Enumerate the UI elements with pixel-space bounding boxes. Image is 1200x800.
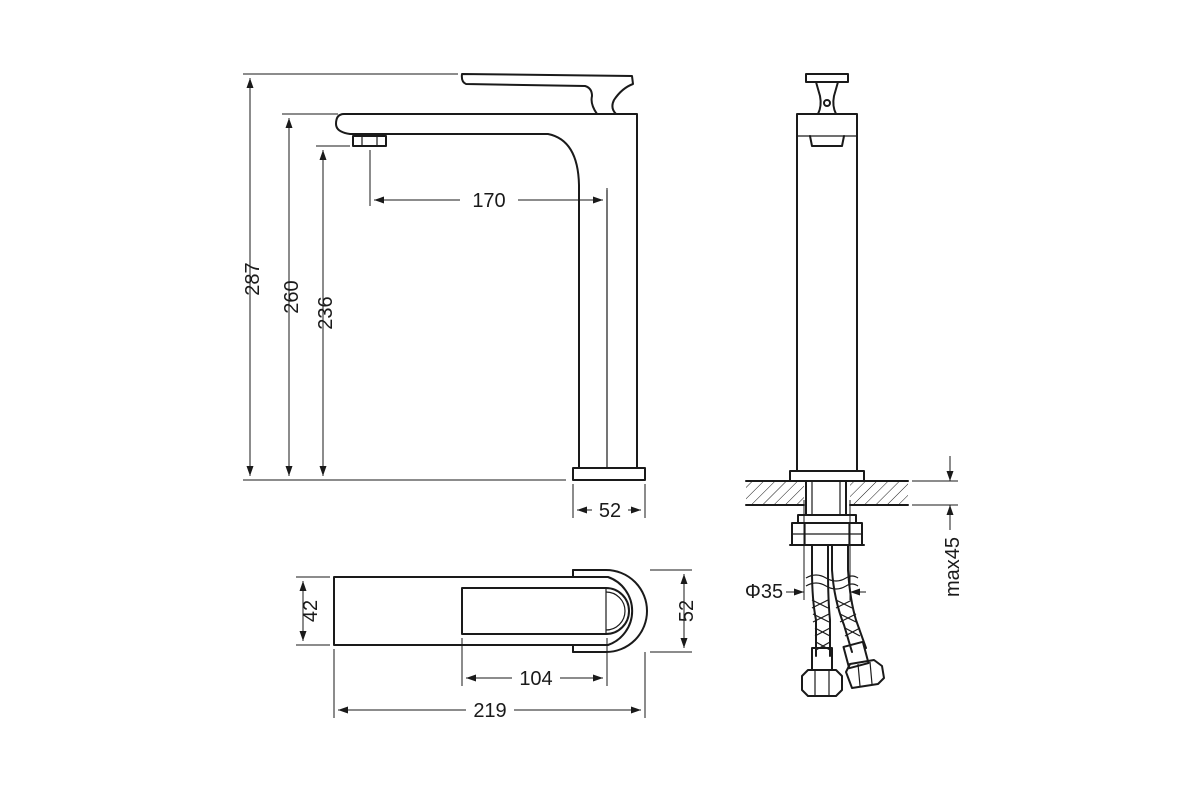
dim-overall-length: 219 [473,700,506,722]
dim-height-spout: 260 [281,280,303,313]
aerator [352,135,387,147]
dim-mount-hole: Φ35 [745,581,783,603]
lever-handle [460,73,634,115]
dim-top-width: 42 [300,600,322,622]
dim-handle-length: 104 [519,668,552,690]
dim-height-outlet: 236 [315,296,337,329]
side-body [796,113,858,472]
top-body [333,576,634,646]
dim-max-deck: max45 [942,537,964,597]
dim-height-total: 287 [242,262,264,295]
countertop [746,481,804,505]
top-handle [461,587,630,635]
top-view: 42 52 104 219 [296,569,698,722]
dim-spout-reach: 170 [472,190,505,212]
dim-top-depth: 52 [676,600,698,622]
front-view: 287 260 236 170 52 [242,73,646,522]
supply-hoses [801,544,885,697]
side-view: Φ35 max45 [745,73,964,697]
faucet-body [335,113,638,469]
faucet-base [572,467,646,481]
dim-base-width: 52 [599,500,621,522]
